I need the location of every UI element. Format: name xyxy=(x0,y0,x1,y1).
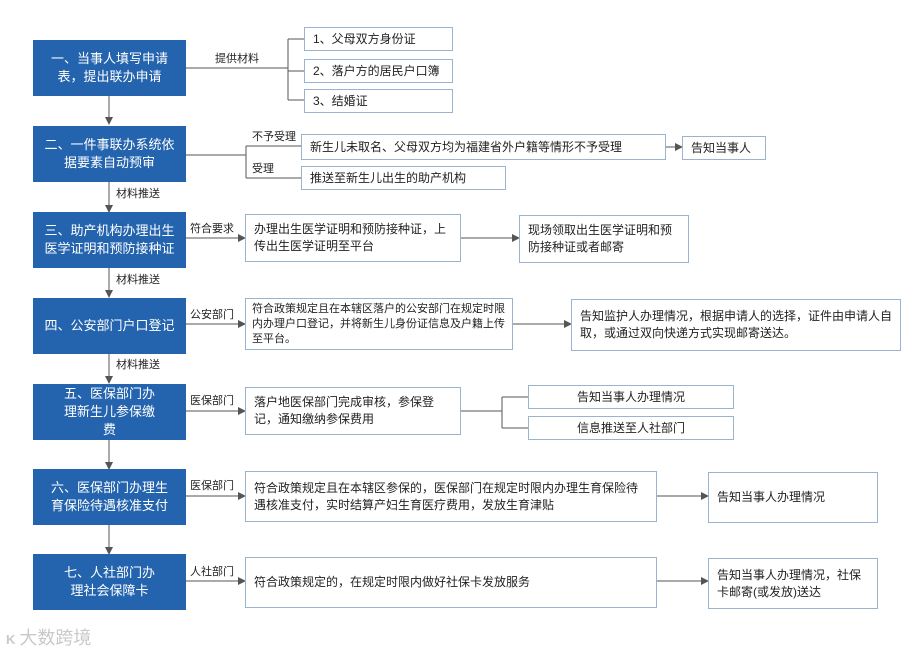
reject-label: 不予受理 xyxy=(252,131,296,143)
step-2-box: 二、一件事联办系统依据要素自动预审 xyxy=(33,126,186,182)
medical-insurance-label: 医保部门 xyxy=(190,395,234,407)
watermark-logo-icon: K xyxy=(6,632,16,647)
social-security-card-result-box: 告知当事人办理情况，社保卡邮寄(或发放)送达 xyxy=(708,558,878,609)
step-6-box: 六、医保部门办理生育保险待遇核准支付 xyxy=(33,469,186,525)
notify-party-box: 告知当事人办理情况 xyxy=(528,385,734,409)
material-id-card: 1、父母双方身份证 xyxy=(304,27,453,51)
step-7-box: 七、人社部门办理社会保障卡 xyxy=(33,554,186,610)
police-dept-label: 公安部门 xyxy=(190,309,234,321)
step-1-box: 一、当事人填写申请表，提出联办申请 xyxy=(33,40,186,96)
step-4-box: 四、公安部门户口登记 xyxy=(33,298,186,354)
transfer-label: 材料推送 xyxy=(116,359,160,371)
household-registration-result-box: 告知监护人办理情况，根据申请人的选择，证件由申请人自取，或通过双向快递方式实现邮… xyxy=(571,299,901,351)
household-registration-action-box: 符合政策规定且在本辖区落户的公安部门在规定时限内办理户口登记，并将新生儿身份证信… xyxy=(245,298,513,350)
reject-condition-box: 新生儿未取名、父母双方均为福建省外户籍等情形不予受理 xyxy=(301,134,666,160)
social-security-card-action-box: 符合政策规定的，在规定时限内做好社保卡发放服务 xyxy=(245,557,657,608)
transfer-label: 材料推送 xyxy=(116,274,160,286)
accept-label: 受理 xyxy=(252,163,274,175)
insurance-enrollment-action-box: 落户地医保部门完成审核，参保登记，通知缴纳参保费用 xyxy=(245,387,461,435)
step-3-box: 三、助产机构办理出生医学证明和预防接种证 xyxy=(33,212,186,268)
accept-push-box: 推送至新生儿出生的助产机构 xyxy=(301,166,506,190)
maternity-insurance-action-box: 符合政策规定且在本辖区参保的，医保部门在规定时限内办理生育保险待遇核准支付，实时… xyxy=(245,471,657,522)
hr-dept-label: 人社部门 xyxy=(190,566,234,578)
provide-materials-label: 提供材料 xyxy=(215,53,259,65)
birth-certificate-action-box: 办理出生医学证明和预防接种证，上传出生医学证明至平台 xyxy=(245,214,461,262)
maternity-result-box: 告知当事人办理情况 xyxy=(708,472,878,523)
material-household-register: 2、落户方的居民户口簿 xyxy=(304,59,453,83)
material-marriage-certificate: 3、结婚证 xyxy=(304,89,453,113)
reject-result-box: 告知当事人 xyxy=(682,136,766,160)
medical-insurance-label: 医保部门 xyxy=(190,480,234,492)
step-5-box: 五、医保部门办理新生儿参保缴费 xyxy=(33,384,186,440)
watermark-text: 大数跨境 xyxy=(19,628,92,648)
meets-requirements-label: 符合要求 xyxy=(190,223,234,235)
birth-certificate-result-box: 现场领取出生医学证明和预防接种证或者邮寄 xyxy=(519,215,689,263)
transfer-label: 材料推送 xyxy=(116,188,160,200)
push-to-hr-dept-box: 信息推送至人社部门 xyxy=(528,416,734,440)
